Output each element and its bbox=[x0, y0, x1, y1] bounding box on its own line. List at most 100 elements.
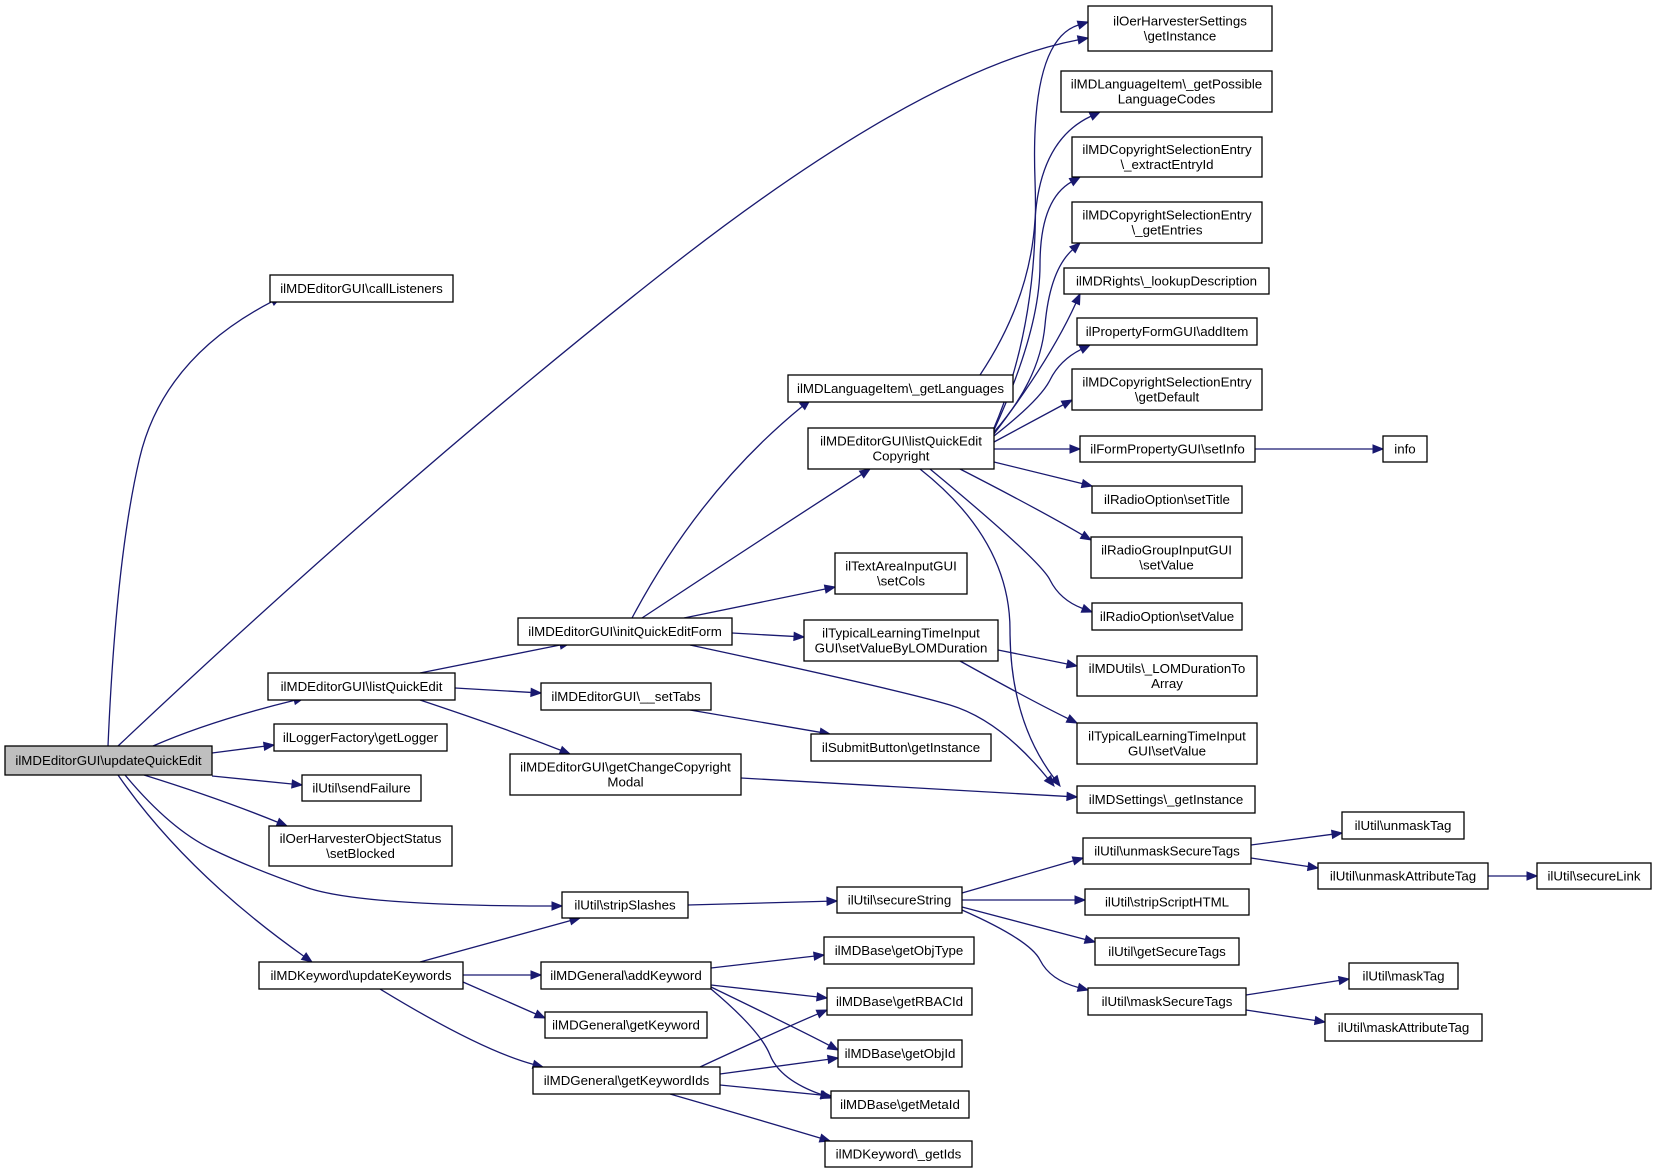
node-secureString[interactable]: ilUtil\secureString bbox=[836, 886, 963, 914]
node-initQuickEditForm[interactable]: ilMDEditorGUI\initQuickEditForm bbox=[517, 617, 733, 646]
node-label: ilUtil\secureLink bbox=[1547, 869, 1640, 884]
edge-line bbox=[687, 900, 828, 906]
edge-line bbox=[124, 774, 553, 907]
node-setTitle[interactable]: ilRadioOption\setTitle bbox=[1091, 485, 1243, 514]
edge-line bbox=[689, 709, 821, 733]
node-label: \getDefault bbox=[1135, 390, 1200, 405]
node-getSecureTags[interactable]: ilUtil\getSecureTags bbox=[1094, 937, 1240, 966]
edge-arrowhead bbox=[823, 584, 837, 594]
edge-unmaskSecureTags-to-unmaskAttributeTag bbox=[1250, 857, 1320, 872]
node-oerGetInstance[interactable]: ilOerHarvesterSettings\getInstance bbox=[1087, 5, 1273, 52]
edge-line bbox=[669, 1093, 821, 1139]
edge-line bbox=[107, 301, 273, 747]
node-radioGroupSetValue[interactable]: ilRadioGroupInputGUI\setValue bbox=[1090, 536, 1243, 579]
node-unmaskSecureTags[interactable]: ilUtil\unmaskSecureTags bbox=[1082, 837, 1252, 865]
edge-line bbox=[710, 988, 822, 1096]
node-unmaskTag[interactable]: ilUtil\unmaskTag bbox=[1341, 811, 1465, 840]
node-getRBACId[interactable]: ilMDBase\getRBACId bbox=[826, 987, 973, 1016]
node-mdSettingsGetInstance[interactable]: ilMDSettings\_getInstance bbox=[1076, 785, 1256, 814]
node-box bbox=[1382, 435, 1428, 463]
edge-line bbox=[993, 461, 1083, 485]
edge-arrowhead bbox=[1074, 895, 1087, 905]
node-extractEntryId[interactable]: ilMDCopyrightSelectionEntry\_extractEntr… bbox=[1071, 136, 1263, 178]
edge-arrowhead bbox=[558, 745, 572, 755]
nodes-layer: ilMDEditorGUI\updateQuickEdit ilMDEditorG… bbox=[4, 5, 1652, 1168]
edge-arrowhead bbox=[826, 1054, 840, 1065]
node-secureLink[interactable]: ilUtil\secureLink bbox=[1536, 862, 1652, 890]
node-label: \_extractEntryId bbox=[1120, 157, 1213, 172]
edge-arrowhead bbox=[291, 779, 304, 789]
edge-setInfo-to-info bbox=[1255, 444, 1385, 454]
node-box bbox=[1076, 722, 1258, 765]
node-box bbox=[824, 1140, 973, 1168]
edge-arrowhead bbox=[1065, 714, 1079, 724]
edge-line bbox=[631, 405, 803, 619]
edge-arrowhead bbox=[826, 1040, 840, 1051]
node-setCols[interactable]: ilTextAreaInputGUI\setCols bbox=[834, 552, 968, 595]
edge-line bbox=[993, 348, 1082, 437]
edge-line bbox=[117, 39, 1079, 747]
edge-arrowhead bbox=[530, 970, 543, 980]
node-label: ilMDSettings\_getInstance bbox=[1089, 792, 1243, 807]
edge-line bbox=[419, 644, 561, 674]
node-box bbox=[1071, 368, 1263, 411]
node-setTabs[interactable]: ilMDEditorGUI\__setTabs bbox=[540, 682, 712, 711]
node-getLanguages[interactable]: ilMDLanguageItem\_getLanguages bbox=[787, 374, 1014, 403]
node-info[interactable]: info bbox=[1382, 435, 1428, 463]
node-label: ilMDRights\_lookupDescription bbox=[1076, 274, 1257, 289]
node-getKeyword[interactable]: ilMDGeneral\getKeyword bbox=[544, 1011, 708, 1039]
node-stripScriptHTML[interactable]: ilUtil\stripScriptHTML bbox=[1084, 888, 1250, 916]
edge-secureString-to-unmaskSecureTags bbox=[961, 856, 1085, 894]
node-label: ilMDBase\getObjId bbox=[845, 1046, 956, 1061]
edge-line bbox=[1250, 833, 1333, 846]
node-maskAttributeTag[interactable]: ilUtil\maskAttributeTag bbox=[1324, 1013, 1483, 1042]
node-box bbox=[1317, 862, 1489, 890]
node-setBlocked[interactable]: ilOerHarvesterObjectStatus\setBlocked bbox=[268, 825, 453, 867]
node-maskSecureTags[interactable]: ilUtil\maskSecureTags bbox=[1087, 987, 1247, 1016]
edge-root-to-updateKeywords bbox=[117, 774, 314, 963]
node-addItem[interactable]: ilPropertyFormGUI\addItem bbox=[1076, 317, 1258, 346]
node-setInfo[interactable]: ilFormPropertyGUI\setInfo bbox=[1079, 435, 1256, 463]
node-maskTag[interactable]: ilUtil\maskTag bbox=[1348, 962, 1459, 990]
node-getPossibleLanguageCodes[interactable]: ilMDLanguageItem\_getPossibleLanguageCod… bbox=[1060, 70, 1273, 113]
node-getLogger[interactable]: ilLoggerFactory\getLogger bbox=[273, 723, 448, 752]
edge-arrowhead bbox=[1330, 829, 1344, 840]
node-getMetaId[interactable]: ilMDBase\getMetaId bbox=[830, 1090, 970, 1119]
node-lookupDescription[interactable]: ilMDRights\_lookupDescription bbox=[1063, 267, 1270, 295]
node-stripSlashes[interactable]: ilUtil\stripSlashes bbox=[561, 891, 689, 919]
edge-line bbox=[961, 909, 1079, 989]
edge-arrowhead bbox=[530, 687, 543, 698]
node-getIds[interactable]: ilMDKeyword\_getIds bbox=[824, 1140, 973, 1168]
edge-arrowhead bbox=[1049, 774, 1061, 788]
node-getObjId[interactable]: ilMDBase\getObjId bbox=[837, 1039, 963, 1068]
node-getObjType[interactable]: ilMDBase\getObjType bbox=[823, 936, 975, 965]
edge-stripSlashes-to-secureString bbox=[687, 896, 839, 907]
node-label: ilMDKeyword\updateKeywords bbox=[270, 968, 451, 983]
node-setValueByLOMDuration[interactable]: ilTypicalLearningTimeInputGUI\setValueBy… bbox=[803, 619, 999, 662]
node-addKeyword[interactable]: ilMDGeneral\addKeyword bbox=[540, 961, 712, 990]
node-label: ilMDEditorGUI\__setTabs bbox=[551, 689, 701, 704]
node-getEntries[interactable]: ilMDCopyrightSelectionEntry\_getEntries bbox=[1071, 201, 1263, 244]
node-listQuickEdit[interactable]: ilMDEditorGUI\listQuickEdit bbox=[267, 672, 456, 701]
node-updateKeywords[interactable]: ilMDKeyword\updateKeywords bbox=[258, 961, 464, 990]
node-callListeners[interactable]: ilMDEditorGUI\callListeners bbox=[269, 274, 454, 303]
node-unmaskAttributeTag[interactable]: ilUtil\unmaskAttributeTag bbox=[1317, 862, 1489, 890]
node-box bbox=[834, 552, 968, 595]
edge-setValueByLOMDuration-to-lomDurationToArray bbox=[997, 649, 1079, 669]
edge-addKeyword-to-getRBACId bbox=[710, 984, 829, 1002]
node-box bbox=[836, 886, 963, 914]
edge-getKeywordIds-to-getObjId bbox=[719, 1054, 840, 1075]
edge-line bbox=[117, 774, 305, 957]
node-root[interactable]: ilMDEditorGUI\updateQuickEdit bbox=[4, 745, 213, 776]
node-box bbox=[1071, 201, 1263, 244]
node-getDefault[interactable]: ilMDCopyrightSelectionEntry\getDefault bbox=[1071, 368, 1263, 411]
node-sendFailure[interactable]: ilUtil\sendFailure bbox=[301, 774, 422, 802]
node-radioOptionSetValue[interactable]: ilRadioOption\setValue bbox=[1091, 602, 1243, 631]
edge-line bbox=[961, 906, 1086, 941]
node-getKeywordIds[interactable]: ilMDGeneral\getKeywordIds bbox=[532, 1066, 721, 1095]
node-submitGetInstance[interactable]: ilSubmitButton\getInstance bbox=[810, 733, 992, 762]
